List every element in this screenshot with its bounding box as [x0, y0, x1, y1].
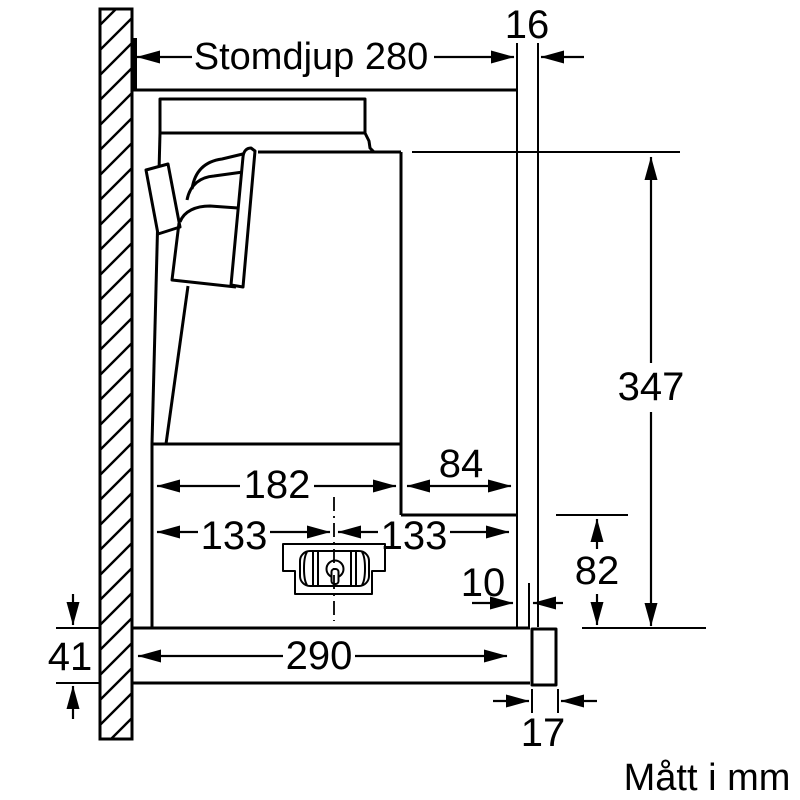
dim-body-depth: 182 — [156, 463, 397, 507]
flap-left-strip — [144, 162, 182, 236]
dim-rear-compartment-label: 84 — [439, 442, 484, 486]
dim-height-label: 347 — [618, 365, 685, 409]
damper-flap — [144, 146, 257, 289]
flap-body — [170, 222, 237, 289]
dim-total-depth: 290 — [137, 634, 508, 678]
dim-lower-height-label: 82 — [575, 549, 620, 593]
units-note: Mått i mm — [624, 757, 791, 799]
dim-body-depth-label: 182 — [244, 463, 311, 507]
duct-jog — [363, 132, 376, 154]
roller-end-caps — [303, 551, 366, 586]
hood-outline — [133, 43, 558, 687]
dim-stomdjup: Stomdjup 280 — [136, 36, 515, 78]
dim-front-gap: 10 — [461, 561, 563, 610]
wall-hatch — [98, 7, 134, 741]
coupling-slot — [330, 568, 340, 585]
dim-height: 347 — [618, 156, 685, 627]
dim-right-half-label: 133 — [381, 514, 448, 558]
dim-left-half: 133 — [156, 514, 331, 558]
dim-left-half-label: 133 — [201, 514, 268, 558]
dim-visor-height-label: 41 — [48, 635, 93, 679]
dim-visor-height: 41 — [48, 594, 93, 719]
handle-strip — [530, 627, 558, 687]
body-inner-slant — [164, 285, 190, 445]
dim-total-depth-label: 290 — [286, 634, 353, 678]
dim-stomdjup-label: Stomdjup 280 — [194, 36, 429, 78]
motor-coupling — [282, 543, 386, 595]
dim-front-panel-label: 16 — [505, 3, 550, 47]
dim-front-panel: 16 — [505, 3, 584, 64]
wall-section — [98, 7, 137, 741]
dim-right-half: 133 — [337, 514, 510, 558]
dim-lower-height: 82 — [575, 518, 620, 626]
dim-rear-compartment: 84 — [406, 442, 512, 493]
flap-vane-2 — [185, 170, 244, 201]
dim-handle-depth: 17 — [493, 694, 597, 755]
dimensions: Stomdjup 280 16 347 84 182 — [48, 3, 706, 755]
dim-handle-depth-label: 17 — [521, 711, 566, 755]
flap-vane-3 — [178, 204, 239, 223]
flap-right-strip — [229, 146, 257, 289]
dim-front-gap-label: 10 — [461, 561, 506, 605]
duct-box — [158, 97, 367, 135]
flap-vane-1 — [190, 151, 248, 190]
